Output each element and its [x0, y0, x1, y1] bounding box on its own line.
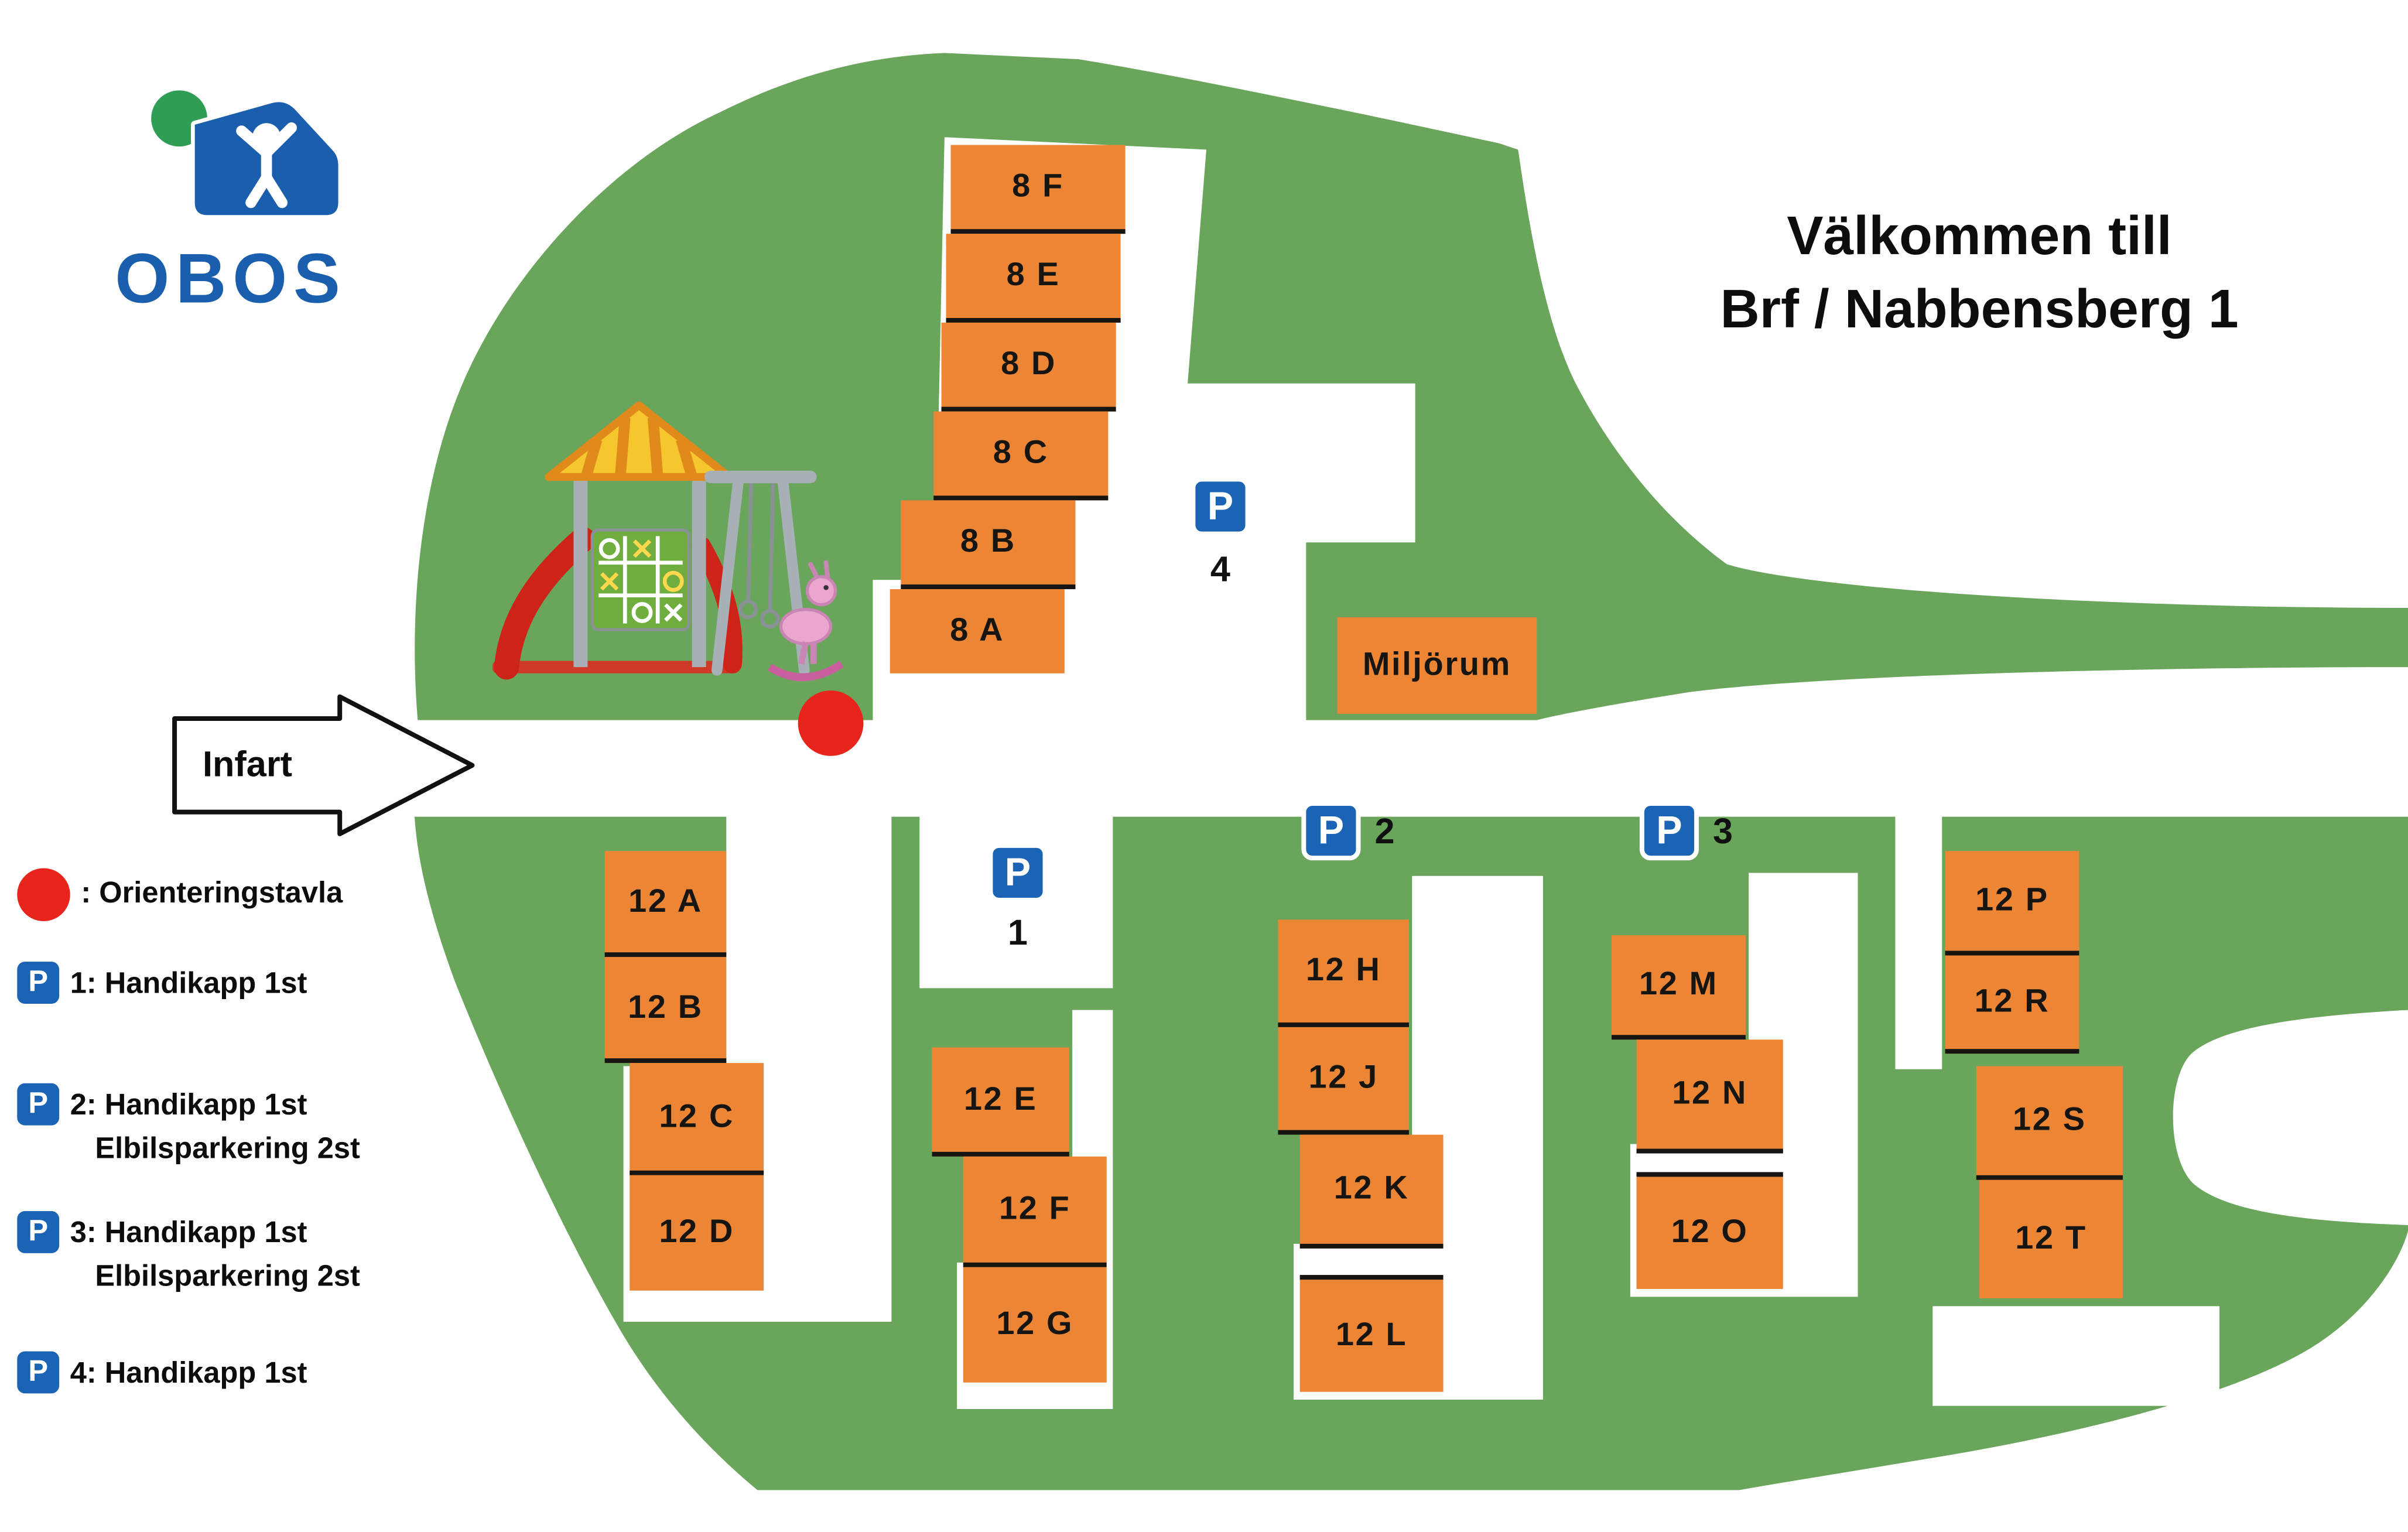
legend-item-3-line1: 3: Handikapp 1st — [70, 1217, 307, 1250]
infart-label: Infart — [202, 743, 293, 784]
building-12h: 12 H — [1278, 919, 1409, 1027]
building-12k: 12 K — [1299, 1134, 1444, 1249]
road-cutout-below-t — [1932, 1306, 2219, 1406]
building-12c: 12 C — [630, 1063, 764, 1175]
building-8d: 8 D — [941, 322, 1116, 412]
obos-logo-text: OBOS — [115, 238, 347, 318]
building-12g: 12 G — [963, 1267, 1107, 1383]
parking-number-4: 4 — [1210, 548, 1230, 590]
legend-item-3-line2: Elbilsparkering 2st — [95, 1261, 360, 1294]
legend-item-4-line1: 4: Handikapp 1st — [70, 1357, 307, 1391]
obos-logo-icon — [151, 90, 343, 219]
orientation-marker-map — [798, 690, 864, 756]
building-12r: 12 R — [1945, 955, 2079, 1054]
building-8c: 8 C — [933, 411, 1109, 501]
building-12m: 12 M — [1611, 935, 1746, 1040]
legend-orienteringstavla: : Orienteringstavla — [81, 877, 343, 911]
infart-arrow-shape — [172, 694, 475, 836]
building-12a: 12 A — [604, 851, 727, 958]
building-12d: 12 D — [630, 1175, 764, 1291]
obos-logo: OBOS — [94, 71, 368, 319]
legend-parking-icon-1: P — [17, 962, 60, 1004]
building-8b: 8 B — [901, 500, 1076, 590]
building-8f: 8 F — [950, 145, 1126, 234]
orientation-marker-legend — [17, 868, 70, 921]
parking-sign-2: P — [1301, 801, 1361, 861]
building-12l: 12 L — [1299, 1275, 1444, 1392]
building-12o: 12 O — [1636, 1172, 1783, 1290]
parking-number-2: 2 — [1374, 810, 1395, 852]
parking-number-1: 1 — [1007, 911, 1028, 953]
legend-parking-icon-4: P — [17, 1351, 60, 1394]
legend-parking-icon-3: P — [17, 1210, 60, 1253]
miljorum: Miljörum — [1337, 617, 1537, 714]
building-8a: 8 A — [890, 589, 1065, 673]
parking-sign-1: P — [988, 843, 1048, 903]
building-12e: 12 E — [932, 1047, 1069, 1157]
building-12t: 12 T — [1979, 1179, 2123, 1299]
building-8e: 8 E — [946, 234, 1121, 323]
page-title-line1: Välkommen till — [1787, 206, 2172, 267]
building-12n: 12 N — [1636, 1039, 1783, 1154]
building-12p: 12 P — [1945, 851, 2079, 956]
parking-number-3: 3 — [1712, 810, 1733, 852]
legend-item-2-line1: 2: Handikapp 1st — [70, 1089, 307, 1123]
building-12b: 12 B — [604, 957, 727, 1063]
legend-item-2-line2: Elbilsparkering 2st — [95, 1133, 360, 1166]
page-title: Välkommen till Brf / Nabbensberg 1 — [1590, 200, 2369, 346]
parking-sign-4: P — [1191, 477, 1250, 536]
legend-parking-icon-2: P — [17, 1083, 60, 1126]
building-12j: 12 J — [1278, 1027, 1409, 1135]
building-12s: 12 S — [1976, 1066, 2123, 1180]
parking-sign-3: P — [1639, 801, 1699, 861]
legend-item-1-line1: 1: Handikapp 1st — [70, 967, 307, 1001]
road-cutout-pr-left — [1895, 813, 1942, 1069]
page-title-line2: Brf / Nabbensberg 1 — [1720, 279, 2239, 340]
playground-illustration — [492, 401, 844, 682]
building-12f: 12 F — [963, 1156, 1107, 1267]
